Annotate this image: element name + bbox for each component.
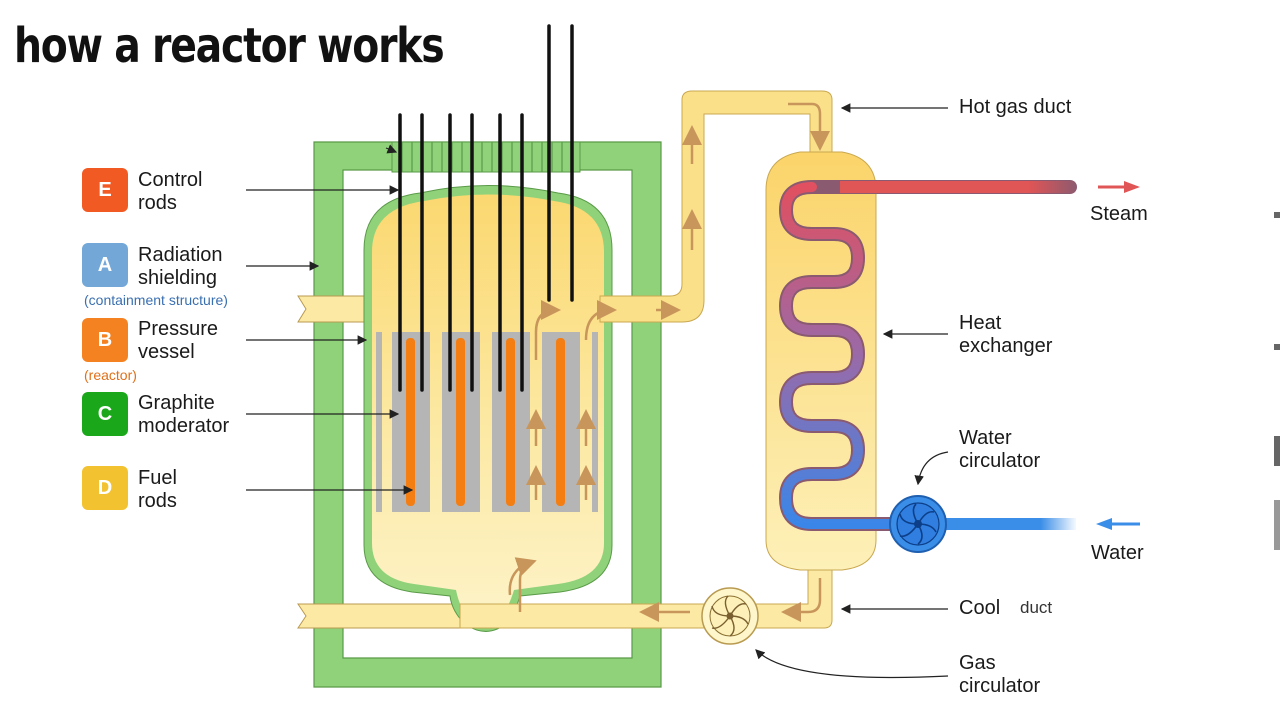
gas-circulator-icon <box>701 587 759 645</box>
control-rods <box>398 24 574 392</box>
inlet-duct-left <box>297 603 461 629</box>
legend-badge-a: A <box>82 243 128 287</box>
edge-artifact <box>1274 344 1280 350</box>
legend-badge-e: E <box>82 168 128 212</box>
fuel-rods <box>406 338 565 506</box>
water-circulator-icon <box>889 495 947 553</box>
hot-gas-duct <box>599 90 833 323</box>
label-heat-exchanger: Heat exchanger <box>959 312 1053 357</box>
edge-artifact <box>1274 500 1280 550</box>
legend-label-fuel-rods: Fuel rods <box>138 467 177 512</box>
steam-pipe <box>840 181 1076 193</box>
legend-badge-b: B <box>82 318 128 362</box>
callout-lines <box>246 103 949 679</box>
label-hot-gas-duct: Hot gas duct <box>959 96 1072 118</box>
label-steam: Steam <box>1090 203 1148 225</box>
page-title: how a reactor works <box>14 18 445 74</box>
legend-label-graphite-moderator: Graphite moderator <box>138 392 230 437</box>
label-water: Water <box>1091 542 1144 564</box>
label-gas-circulator: Gas circulator <box>959 652 1041 697</box>
legend-label-radiation-shielding: Radiation shielding <box>138 244 223 289</box>
legend-badge-c: C <box>82 392 128 436</box>
gas-flow-arrows <box>508 102 830 622</box>
legend-note-containment: (containment structure) <box>84 292 228 308</box>
edge-artifact <box>1274 212 1280 218</box>
heat-exchanger <box>765 151 1077 571</box>
legend-badge-d: D <box>82 466 128 510</box>
label-water-circulator: Water circulator <box>959 427 1041 472</box>
legend-note-reactor: (reactor) <box>84 367 137 383</box>
legend-label-control-rods: Control rods <box>138 169 203 214</box>
legend-label-pressure-vessel: Pressure vessel <box>138 318 219 363</box>
label-cool: Cool <box>959 597 1001 619</box>
control-rod-housing <box>391 141 581 173</box>
edge-artifact <box>1274 436 1280 466</box>
label-duct: duct <box>1020 598 1053 617</box>
